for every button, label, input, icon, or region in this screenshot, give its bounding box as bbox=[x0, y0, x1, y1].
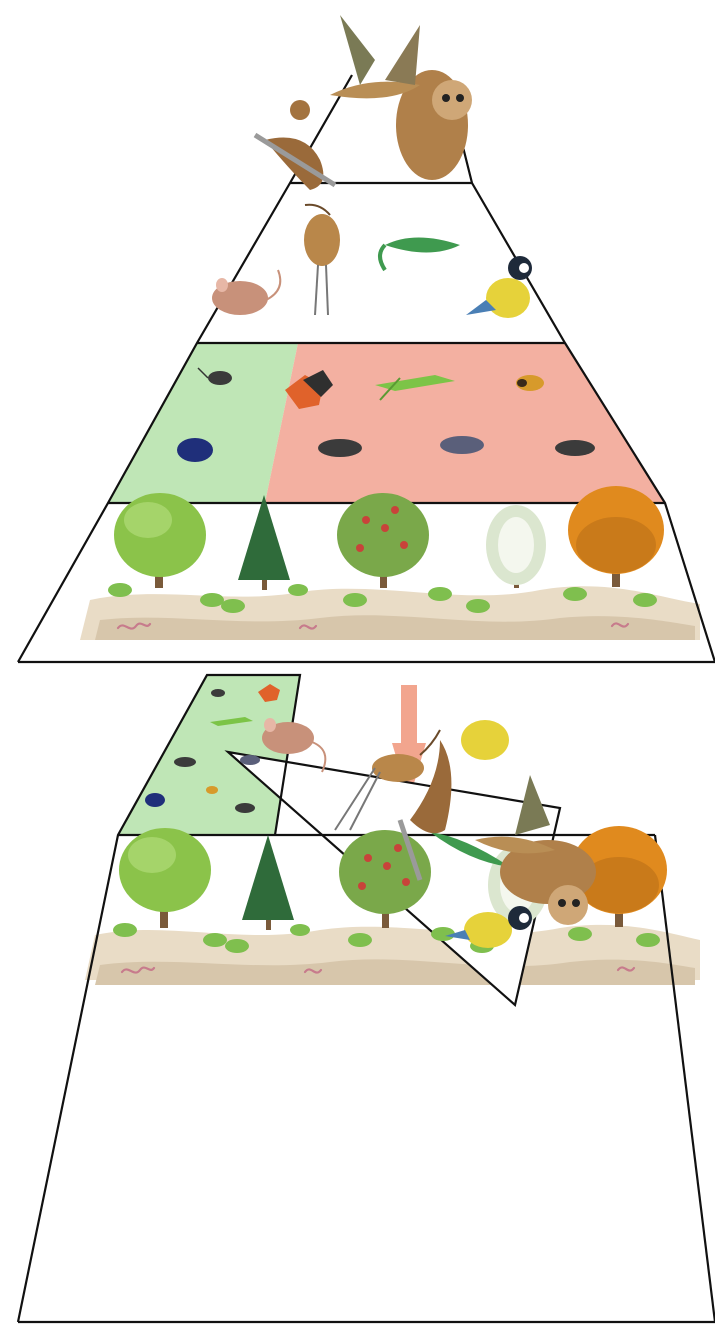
soil-strip bbox=[95, 615, 695, 640]
insect-icon bbox=[177, 438, 213, 462]
insect-icon bbox=[516, 375, 544, 391]
insect-icon bbox=[235, 803, 255, 813]
hawk-icon bbox=[330, 15, 420, 98]
insect-icon bbox=[206, 786, 218, 794]
insect-icon bbox=[145, 793, 165, 807]
insects-green-zone bbox=[108, 343, 298, 503]
soil-strip bbox=[95, 959, 695, 985]
pyramid-after bbox=[18, 675, 715, 1322]
insect-icon bbox=[555, 440, 595, 456]
pyramid-before bbox=[18, 15, 715, 662]
insect-icon bbox=[174, 757, 196, 767]
insect-icon bbox=[240, 755, 260, 765]
insect-icon bbox=[211, 689, 225, 697]
level-insects-before bbox=[108, 343, 665, 503]
insects-red-zone bbox=[265, 343, 665, 503]
insect-icon bbox=[318, 439, 362, 457]
insect-icon bbox=[440, 436, 484, 454]
